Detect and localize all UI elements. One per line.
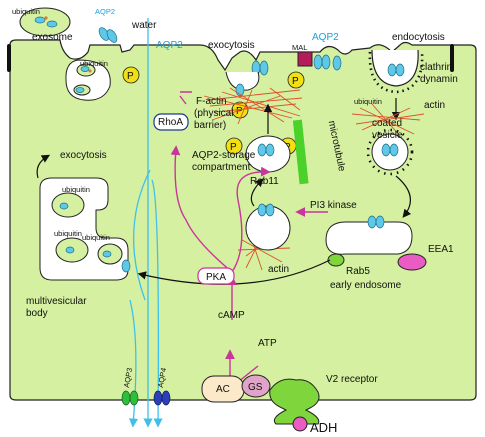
label-aqp2-exo: AQP2 [156, 40, 183, 51]
label-ubiquitin-mvb-1: ubiquitin [62, 185, 90, 194]
tight-junction-right [450, 44, 454, 72]
recycling-vesicle [245, 178, 291, 251]
label-ubiquitin-1: ubiquitin [12, 7, 40, 16]
label-early-endosome: early endosome [330, 280, 402, 291]
gs-protein [241, 374, 271, 398]
label-rab5: Rab5 [346, 266, 370, 277]
cell-cytoplasm [9, 39, 477, 401]
clathrin-pit [368, 49, 424, 121]
label-exocytosis-left: exocytosis [60, 150, 107, 161]
exosome-top [19, 7, 71, 37]
label-actin-mid: actin [268, 264, 289, 275]
label-rab11: Rab11 [250, 176, 279, 187]
aqp2-storage-vesicle [245, 103, 291, 173]
pka-box [197, 267, 235, 285]
trafficking-arrows [137, 175, 412, 285]
label-mvb-2: body [26, 308, 48, 319]
mal-protein [297, 51, 313, 67]
label-gs: GS [248, 382, 263, 393]
label-pi3k: PI3 kinase [310, 200, 357, 211]
label-coated-1: coated [372, 118, 402, 129]
exosome-vesicle [65, 59, 111, 101]
label-atp: ATP [258, 338, 277, 349]
aqp3-channel [121, 390, 139, 406]
label-endocytosis: endocytosis [392, 32, 445, 43]
label-coated-2: vesicle [372, 130, 403, 141]
label-v2: V2 receptor [326, 374, 378, 385]
label-ubiquitin-mvb-3: ubiquitin [82, 233, 110, 242]
water-flow-lines [128, 18, 163, 428]
p-label-3: P [292, 76, 299, 87]
aqp2-exosome-pair [98, 27, 118, 43]
label-aqp2-top: AQP2 [95, 7, 115, 16]
label-f-actin-3: barrier) [194, 120, 226, 131]
label-f-actin-1: F-actin [196, 96, 227, 107]
label-ubiquitin-2: ubiquitin [80, 59, 108, 68]
label-actin-top: actin [424, 100, 445, 111]
label-storage-1: AQP2-storage [192, 150, 256, 161]
label-exosome: exosome [32, 32, 73, 43]
label-ubiquitin-mvb-2: ubiquitin [54, 229, 82, 238]
signaling-arrows [170, 91, 328, 383]
label-ubiquitin-endo: ubiquitin [354, 97, 382, 106]
label-aqp3: AQP3 [122, 367, 134, 388]
actin-mesh-apical [203, 87, 303, 125]
label-eea1: EEA1 [428, 244, 454, 255]
label-ac: AC [216, 384, 230, 395]
microtubule-bar [292, 119, 309, 185]
label-clathrin: clathrin [420, 62, 452, 73]
label-mvb-1: multivesicular [26, 296, 87, 307]
rhoa-box [153, 113, 189, 131]
label-adh: ADH [310, 420, 337, 435]
label-rhoa: RhoA [158, 117, 183, 128]
label-storage-2: compartment [192, 162, 251, 173]
v2-receptor [269, 378, 320, 425]
label-exocytosis-top: exocytosis [208, 40, 255, 51]
p-label-4: P [230, 142, 237, 153]
label-mal: MAL [292, 43, 307, 52]
label-aqp4: AQP4 [156, 367, 168, 388]
early-endosome [325, 215, 427, 271]
coated-vesicle [366, 128, 414, 176]
label-camp: cAMP [218, 310, 245, 321]
adh-molecule [292, 416, 308, 432]
label-water: water [131, 20, 157, 31]
tight-junction-left [7, 44, 11, 72]
aqp4-channel [153, 390, 171, 406]
p-label-1: P [127, 71, 134, 82]
label-pka: PKA [206, 272, 226, 283]
label-aqp2-mal: AQP2 [312, 32, 339, 43]
p-label-2: P [236, 106, 243, 117]
multivesicular-body [36, 154, 131, 281]
aqp2-apical-channels [251, 54, 342, 76]
label-dynamin: dynamin [420, 74, 458, 85]
actin-mesh-endo [351, 103, 425, 137]
label-f-actin-2: (physical [194, 108, 233, 119]
